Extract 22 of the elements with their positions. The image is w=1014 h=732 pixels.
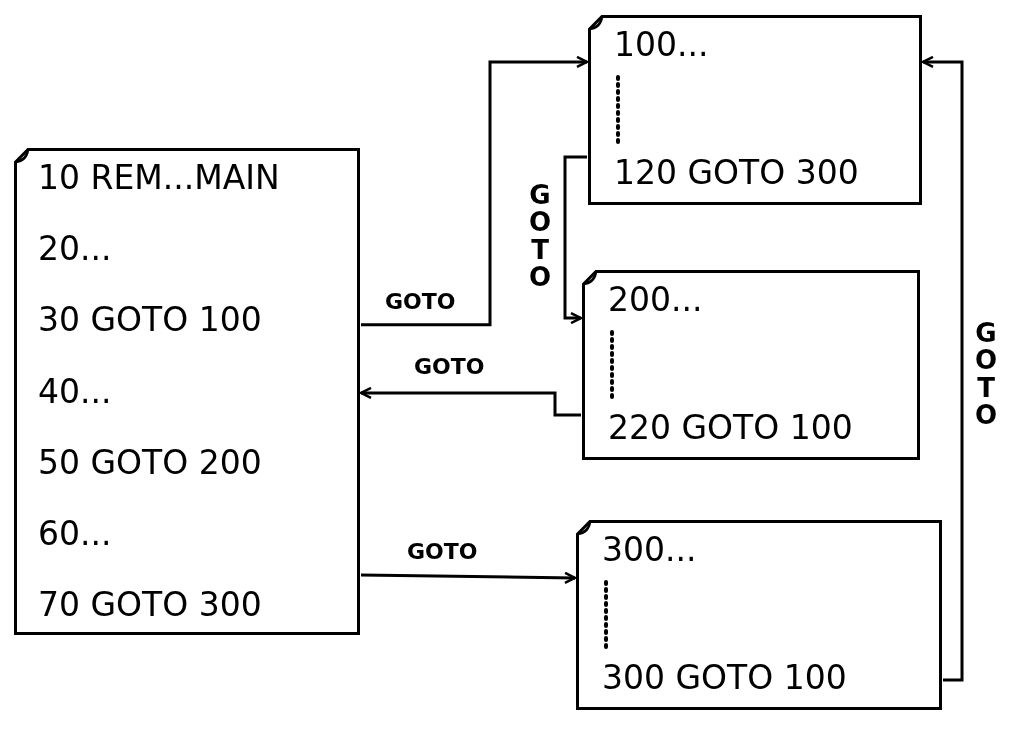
arrow	[921, 55, 964, 682]
arrow	[563, 155, 587, 325]
document-shape	[588, 15, 922, 205]
code-line: 50 GOTO 200	[38, 444, 262, 481]
code-line: 300...	[602, 532, 697, 569]
document-shape	[14, 148, 360, 635]
code-line: 70 GOTO 300	[38, 587, 262, 624]
arrow	[359, 386, 581, 417]
code-line: 200...	[608, 282, 703, 319]
code-line: 100...	[614, 27, 709, 64]
code-line: 20...	[38, 231, 112, 268]
code-line: 10 REM...MAIN	[38, 160, 280, 197]
arrow	[361, 55, 589, 327]
code-line: 40...	[38, 373, 112, 410]
document-shape	[576, 520, 942, 710]
code-line: 60...	[38, 515, 112, 553]
arrow	[360, 571, 577, 585]
code-line: 220 GOTO 100	[608, 409, 853, 446]
code-line: 30 GOTO 100	[38, 302, 262, 339]
code-line: 300 GOTO 100	[602, 659, 847, 696]
code-line: 120 GOTO 300	[614, 154, 859, 191]
document-shape	[582, 270, 920, 460]
